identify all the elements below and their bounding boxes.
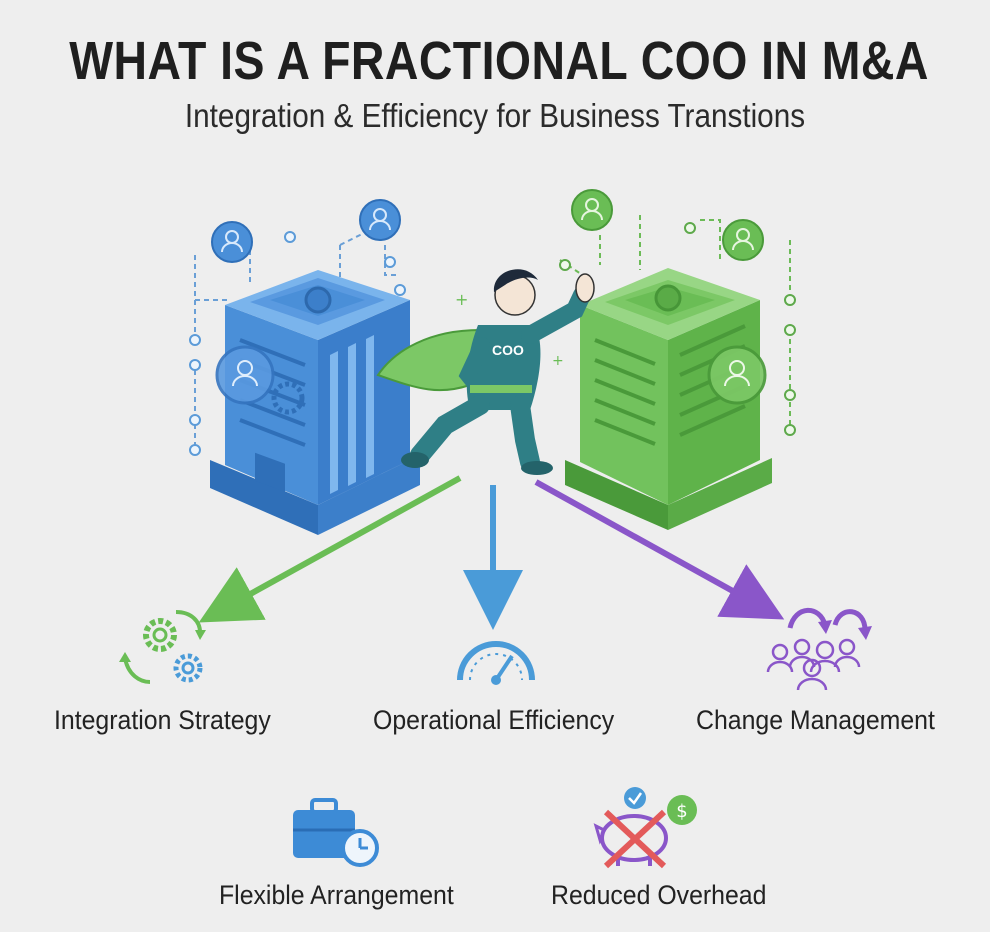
benefit-label-overhead: Reduced Overhead xyxy=(551,880,767,910)
svg-text:$: $ xyxy=(676,801,687,822)
svg-text:+: + xyxy=(552,353,564,369)
speedometer-icon xyxy=(457,641,535,685)
team-cycle-icon xyxy=(766,607,872,691)
coo-hero-figure: COO + + xyxy=(376,269,595,475)
outcome-label-efficiency: Operational Efficiency xyxy=(373,705,615,735)
page-subtitle: Integration & Efficiency for Business Tr… xyxy=(184,97,806,134)
crossed-piggy-bank-icon: $ xyxy=(593,787,697,869)
briefcase-clock-icon xyxy=(293,798,379,867)
benefit-label-flexible: Flexible Arrangement xyxy=(219,880,454,910)
outcome-label-integration: Integration Strategy xyxy=(54,705,271,735)
page-title: WHAT IS A FRACTIONAL COO IN M&A xyxy=(69,31,929,91)
svg-text:+: + xyxy=(455,290,468,309)
arrow-to-integration xyxy=(198,475,462,623)
gears-cycle-icon xyxy=(119,610,206,684)
arrow-to-change xyxy=(534,479,785,620)
blue-building-icon xyxy=(189,199,420,535)
outcome-label-change: Change Management xyxy=(696,705,935,735)
coo-badge: COO xyxy=(492,342,524,358)
green-building-icon xyxy=(559,189,796,530)
